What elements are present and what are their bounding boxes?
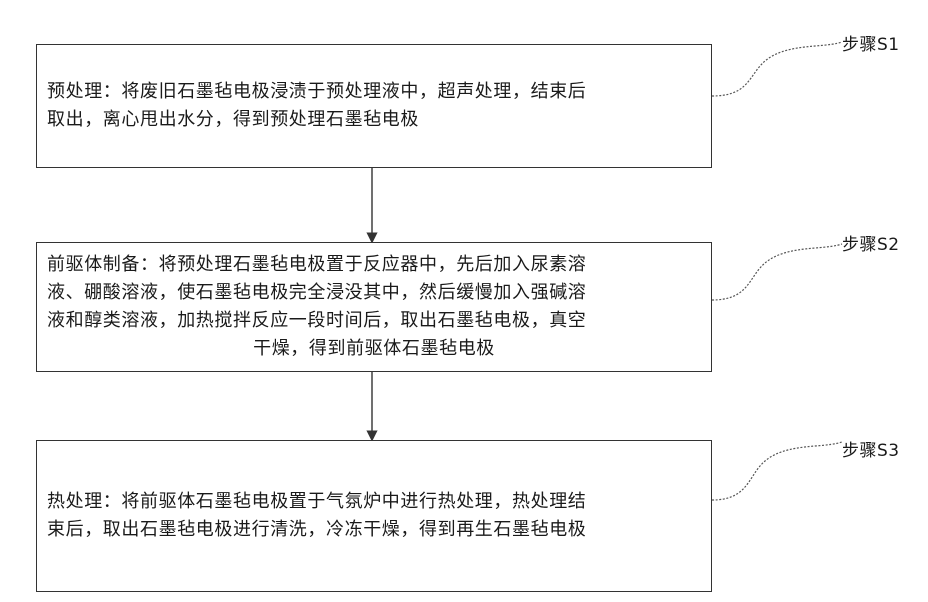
- step-label-s2: 步骤S2: [842, 230, 900, 255]
- step-s1-line: 取出，离心甩出水分，得到预处理石墨毡电极: [47, 106, 701, 134]
- step-text-s1: 预处理：将废旧石墨毡电极浸渍于预处理液中，超声处理，结束后 取出，离心甩出水分，…: [47, 78, 701, 134]
- step-s3-line: 束后，取出石墨毡电极进行清洗，冷冻干燥，得到再生石墨毡电极: [47, 516, 701, 544]
- step-s2-line: 前驱体制备：将预处理石墨毡电极置于反应器中，先后加入尿素溶: [47, 251, 701, 279]
- step-label-s1: 步骤S1: [842, 30, 900, 55]
- leader-line-s3: [712, 442, 842, 500]
- leader-line-s2: [712, 244, 842, 300]
- step-s1-line: 预处理：将废旧石墨毡电极浸渍于预处理液中，超声处理，结束后: [47, 78, 701, 106]
- step-text-s2: 前驱体制备：将预处理石墨毡电极置于反应器中，先后加入尿素溶 液、硼酸溶液，使石墨…: [47, 251, 701, 363]
- step-s2-line: 液、硼酸溶液，使石墨毡电极完全浸没其中，然后缓慢加入强碱溶: [47, 279, 701, 307]
- step-box-s1: 预处理：将废旧石墨毡电极浸渍于预处理液中，超声处理，结束后 取出，离心甩出水分，…: [36, 44, 712, 168]
- step-s2-line: 干燥，得到前驱体石墨毡电极: [47, 335, 701, 363]
- step-text-s3: 热处理：将前驱体石墨毡电极置于气氛炉中进行热处理，热处理结 束后，取出石墨毡电极…: [47, 488, 701, 544]
- step-s3-line: 热处理：将前驱体石墨毡电极置于气氛炉中进行热处理，热处理结: [47, 488, 701, 516]
- step-box-s3: 热处理：将前驱体石墨毡电极置于气氛炉中进行热处理，热处理结 束后，取出石墨毡电极…: [36, 440, 712, 592]
- leader-line-s1: [712, 42, 842, 96]
- step-s2-line: 液和醇类溶液，加热搅拌反应一段时间后，取出石墨毡电极，真空: [47, 307, 701, 335]
- step-box-s2: 前驱体制备：将预处理石墨毡电极置于反应器中，先后加入尿素溶 液、硼酸溶液，使石墨…: [36, 242, 712, 372]
- step-label-s3: 步骤S3: [842, 436, 900, 461]
